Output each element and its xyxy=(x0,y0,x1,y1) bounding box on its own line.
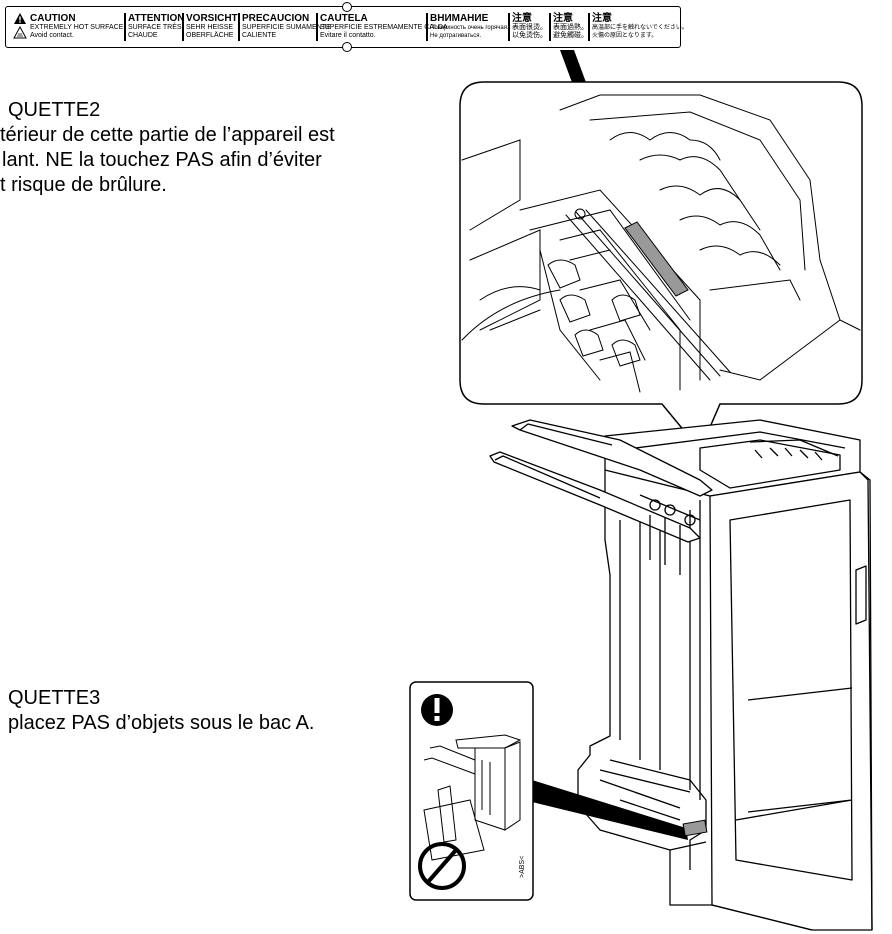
label-line: Evitare il contatto. xyxy=(320,32,376,39)
hot-surface-sticker xyxy=(624,221,689,297)
label-divider xyxy=(316,13,318,41)
label-line: SUPERFICIE SUMAMENTE xyxy=(242,24,331,31)
label3-title: QUETTE3 xyxy=(8,687,101,709)
label-cell-french: ATTENTION SURFACE TRÈS CHAUDE xyxy=(128,13,184,40)
label-line: 避免觸碰。 xyxy=(553,32,588,39)
label-line: CALIENTE xyxy=(242,32,277,39)
warning-triangle-icon xyxy=(13,13,27,39)
label-line: Не дотрагиваться. xyxy=(430,33,482,39)
label-heading: ВНИМАНИЕ xyxy=(430,13,489,24)
label2-line: térieur de cette partie de l’appareil es… xyxy=(0,124,335,146)
label-line: 火傷の原因となります。 xyxy=(592,33,658,39)
label-line: CHAUDE xyxy=(128,32,158,39)
caution-label: CAUTION EXTREMELY HOT SURFACE Avoid cont… xyxy=(5,2,688,52)
label2-title: QUETTE2 xyxy=(8,99,101,121)
label-line: SUPERFICIE ESTREMAMENTE CALDA xyxy=(320,24,448,31)
label-cell-chinese-simplified: 注意 表面很烫。 以免烫伤。 xyxy=(512,13,547,40)
label2-line: t risque de brûlure. xyxy=(0,174,167,196)
label-line: SEHR HEISSE xyxy=(186,24,234,31)
label-cell-japanese: 注意 高温部に手を触れないでください。 火傷の原因となります。 xyxy=(592,13,688,40)
label-line: 表面很烫。 xyxy=(512,24,547,31)
label-cell-spanish: PRECAUCION SUPERFICIE SUMAMENTE CALIENTE xyxy=(242,13,331,40)
label-line: Поверхность очень горячая. xyxy=(430,25,509,31)
label-heading: 注意 xyxy=(592,13,612,24)
label-heading: 注意 xyxy=(512,13,532,24)
magnified-fuser-view xyxy=(459,81,863,452)
label-heading: PRECAUCION xyxy=(242,13,310,24)
label-heading: VORSICHT xyxy=(186,13,238,24)
no-objects-sticker xyxy=(682,819,708,837)
label-cell-chinese-traditional: 注意 表面過熱。 避免觸碰。 xyxy=(553,13,588,40)
label-divider xyxy=(124,13,126,41)
label-line: EXTREMELY HOT SURFACE xyxy=(30,24,124,31)
label-line: 表面過熱。 xyxy=(553,24,588,31)
label-divider xyxy=(508,13,510,41)
label-line: 以免烫伤。 xyxy=(512,32,547,39)
label-notch-top xyxy=(342,2,352,12)
label-heading: CAUTELA xyxy=(320,13,368,24)
label-heading: CAUTION xyxy=(30,13,76,24)
label-line: 高温部に手を触れないでください。 xyxy=(592,25,688,31)
label-cell-english: CAUTION EXTREMELY HOT SURFACE Avoid cont… xyxy=(30,13,123,40)
pointer-to-sticker xyxy=(532,780,688,840)
prohibition-icon xyxy=(418,842,466,890)
label-heading: 注意 xyxy=(553,13,573,24)
finisher-body xyxy=(489,419,873,931)
label-divider xyxy=(238,13,240,41)
label-cell-italian: CAUTELA SUPERFICIE ESTREMAMENTE CALDA Ev… xyxy=(320,13,448,40)
label3-section: QUETTE3 placez PAS d’objets sous le bac … xyxy=(0,686,314,736)
label-divider xyxy=(426,13,428,41)
label-heading: ATTENTION xyxy=(128,13,185,24)
label3-line: placez PAS d’objets sous le bac A. xyxy=(8,712,315,734)
label2-line: lant. NE la touchez PAS afin d’éviter xyxy=(2,149,322,171)
label-line: OBERFLÄCHE xyxy=(186,32,234,39)
label-divider xyxy=(182,13,184,41)
label-cell-german: VORSICHT SEHR HEISSE OBERFLÄCHE xyxy=(186,13,238,40)
label2-section: QUETTE2 térieur de cette partie de l’app… xyxy=(0,98,335,198)
label-notch-bottom xyxy=(342,42,352,52)
label-divider xyxy=(588,13,590,41)
sticker-code: >ABS< xyxy=(519,856,526,878)
no-objects-card: >ABS< xyxy=(409,681,534,901)
label-cell-russian: ВНИМАНИЕ Поверхность очень горячая. Не д… xyxy=(430,13,509,40)
label-line: Avoid contact. xyxy=(30,32,74,39)
label-divider xyxy=(549,13,551,41)
label-line: SURFACE TRÈS xyxy=(128,24,182,31)
